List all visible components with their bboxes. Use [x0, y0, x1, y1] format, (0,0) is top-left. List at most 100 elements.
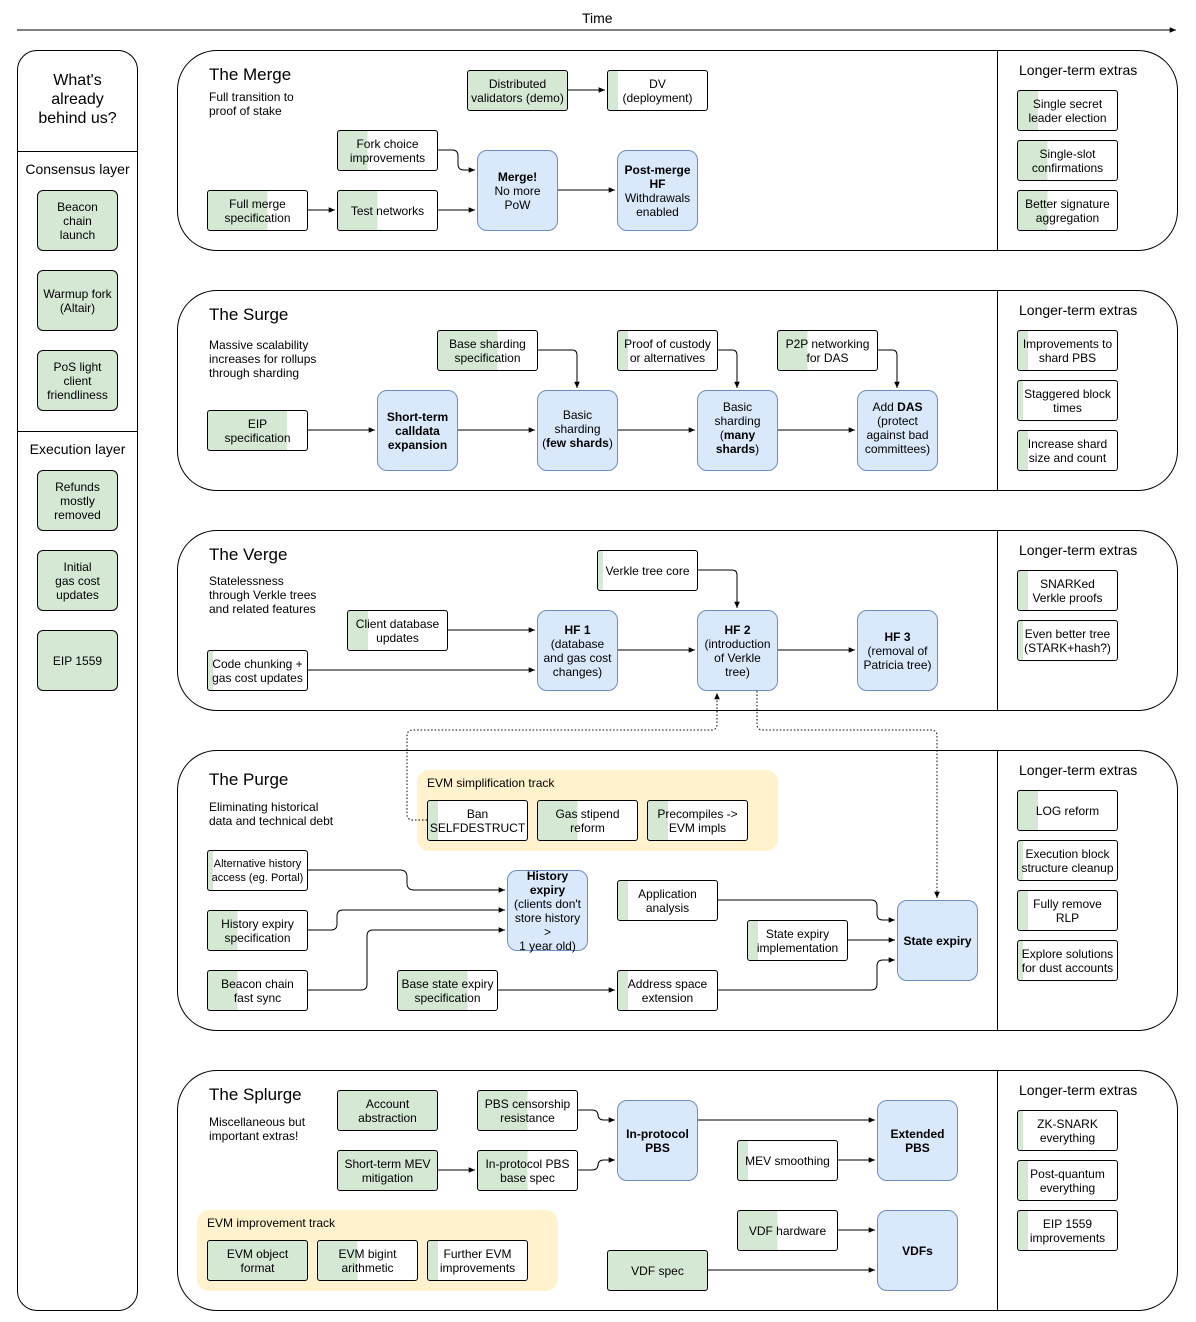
- milestone-title: State expiry: [903, 933, 972, 948]
- milestone-state-expiry: State expiry: [897, 900, 978, 981]
- milestone-title: HF 1: [564, 622, 591, 637]
- milestone-body: Basic sharding (: [714, 400, 761, 442]
- extras-title: Longer-term extras: [1019, 62, 1138, 78]
- warmup-fork-altair: Warmup fork (Altair): [37, 270, 118, 331]
- evm-bigint-arithmetic: EVM bigint arithmetic: [317, 1240, 418, 1281]
- milestone-merge: Merge! No more PoW: [477, 150, 558, 231]
- precompiles-to-evm: Precompiles -> EVM impls: [647, 800, 748, 841]
- distributed-validators-demo: Distributed validators (demo): [467, 70, 568, 111]
- milestone-title: In-protocol PBS: [626, 1126, 689, 1155]
- account-abstraction: Account abstraction: [337, 1090, 438, 1131]
- extra-better-signature-aggregation: Better signature aggregation: [1017, 190, 1118, 231]
- extra-fully-remove-rlp: Fully remove RLP: [1017, 890, 1118, 931]
- section-subtitle-splurge: Miscellaneous but important extras!: [209, 1115, 306, 1143]
- section-subtitle-purge: Eliminating historical data and technica…: [209, 800, 334, 828]
- milestone-title: few shards: [546, 436, 609, 450]
- extra-single-secret-leader-election: Single secret leader election: [1017, 90, 1118, 131]
- sidebar-divider: [18, 431, 137, 432]
- time-axis-label: Time: [582, 10, 613, 26]
- section-subtitle-verge: Statelessness through Verkle trees and r…: [209, 574, 317, 616]
- milestone-add-das: Add DAS (protect against bad committees): [857, 390, 938, 471]
- beacon-chain-fast-sync: Beacon chain fast sync: [207, 970, 308, 1011]
- extras-divider: [997, 51, 998, 250]
- milestone-body: (introduction of Verkle tree): [704, 636, 771, 679]
- milestone-title: VDFs: [902, 1243, 933, 1258]
- section-title-purge: The Purge: [209, 770, 289, 789]
- milestone-in-protocol-pbs: In-protocol PBS: [617, 1100, 698, 1181]
- section-title-surge: The Surge: [209, 305, 289, 324]
- code-chunking: Code chunking + gas cost updates: [207, 650, 308, 691]
- milestone-body: Basic sharding (: [542, 408, 601, 450]
- milestone-title: Extended PBS: [890, 1126, 945, 1155]
- extra-staggered-block-times: Staggered block times: [1017, 380, 1118, 421]
- extra-single-slot-confirmations: Single-slot confirmations: [1017, 140, 1118, 181]
- mev-smoothing: MEV smoothing: [737, 1140, 838, 1181]
- milestone-body: (database and gas cost changes): [543, 636, 612, 679]
- in-protocol-pbs-base-spec: In-protocol PBS base spec: [477, 1150, 578, 1191]
- test-networks: Test networks: [337, 190, 438, 231]
- milestone-title: HF 2: [724, 622, 751, 637]
- extra-dust-accounts: Explore solutions for dust accounts: [1017, 940, 1118, 981]
- short-term-mev-mitigation: Short-term MEV mitigation: [337, 1150, 438, 1191]
- p2p-networking-for-das: P2P networking for DAS: [777, 330, 878, 371]
- client-database-updates: Client database updates: [347, 610, 448, 651]
- extra-shard-pbs: Improvements to shard PBS: [1017, 330, 1118, 371]
- base-sharding-specification: Base sharding specification: [437, 330, 538, 371]
- milestone-title: History expiry: [526, 868, 569, 897]
- milestone-title: HF 3: [884, 629, 911, 644]
- beacon-chain-launch: Beacon chain launch: [37, 190, 118, 251]
- pos-light-client: PoS light client friendliness: [37, 350, 118, 411]
- milestone-body: ): [608, 436, 613, 450]
- milestone-body: No more PoW: [494, 183, 541, 212]
- further-evm-improvements: Further EVM improvements: [427, 1240, 528, 1281]
- consensus-layer-title: Consensus layer: [25, 161, 130, 177]
- section-title-verge: The Verge: [209, 545, 288, 564]
- full-merge-specification: Full merge specification: [207, 190, 308, 231]
- milestone-title: Merge!: [497, 169, 538, 184]
- extras-divider: [997, 291, 998, 490]
- history-expiry-specification: History expiry specification: [207, 910, 308, 951]
- ban-selfdestruct: Ban SELFDESTRUCT: [427, 800, 528, 841]
- extras-title: Longer-term extras: [1019, 542, 1138, 558]
- milestone-title: DAS: [897, 400, 923, 414]
- vdf-spec: VDF spec: [607, 1250, 708, 1291]
- sidebar-divider: [18, 151, 137, 152]
- milestone-body: Add: [872, 400, 898, 414]
- fork-choice-improvements: Fork choice improvements: [337, 130, 438, 171]
- section-subtitle-merge: Full transition to proof of stake: [209, 90, 294, 118]
- milestone-vdfs: VDFs: [877, 1210, 958, 1291]
- milestone-body: Withdrawals enabled: [624, 190, 691, 219]
- milestone-body: (protect against bad committees): [864, 414, 931, 456]
- verkle-tree-core: Verkle tree core: [597, 550, 698, 591]
- extra-snarked-verkle-proofs: SNARKed Verkle proofs: [1017, 570, 1118, 611]
- refunds-mostly-removed: Refunds mostly removed: [37, 470, 118, 531]
- track-title: EVM simplification track: [427, 776, 555, 790]
- evm-object-format: EVM object format: [207, 1240, 308, 1281]
- extra-even-better-tree: Even better tree (STARK+hash?): [1017, 620, 1118, 661]
- track-title: EVM improvement track: [207, 1216, 336, 1230]
- section-subtitle-surge: Massive scalability increases for rollup…: [209, 338, 317, 380]
- milestone-basic-sharding-many: Basic sharding (many shards): [697, 390, 778, 471]
- proof-of-custody: Proof of custody or alternatives: [617, 330, 718, 371]
- milestone-post-merge-hf: Post-merge HF Withdrawals enabled: [617, 150, 698, 231]
- milestone-calldata-expansion: Short-term calldata expansion: [377, 390, 458, 471]
- extras-divider: [997, 531, 998, 710]
- extra-increase-shard-size: Increase shard size and count: [1017, 430, 1118, 471]
- milestone-body: (removal of Patricia tree): [863, 643, 932, 672]
- section-title-merge: The Merge: [209, 65, 292, 84]
- extra-eip-1559-improvements: EIP 1559 improvements: [1017, 1210, 1118, 1251]
- milestone-title: Short-term calldata expansion: [386, 409, 449, 452]
- eip-1559: EIP 1559: [37, 630, 118, 691]
- extras-title: Longer-term extras: [1019, 302, 1138, 318]
- sidebar-title: What's already behind us?: [38, 72, 117, 127]
- extra-zk-snark-everything: ZK-SNARK everything: [1017, 1110, 1118, 1151]
- address-space-extension: Address space extension: [617, 970, 718, 1011]
- milestone-body: (clients don't store history > 1 year ol…: [514, 896, 581, 953]
- milestone-extended-pbs: Extended PBS: [877, 1100, 958, 1181]
- milestone-title: Post-merge HF: [624, 162, 691, 191]
- eip-specification: EIP specification: [207, 410, 308, 451]
- base-state-expiry-specification: Base state expiry specification: [397, 970, 498, 1011]
- extra-post-quantum-everything: Post-quantum everything: [1017, 1160, 1118, 1201]
- milestone-history-expiry: History expiry (clients don't store hist…: [507, 868, 588, 953]
